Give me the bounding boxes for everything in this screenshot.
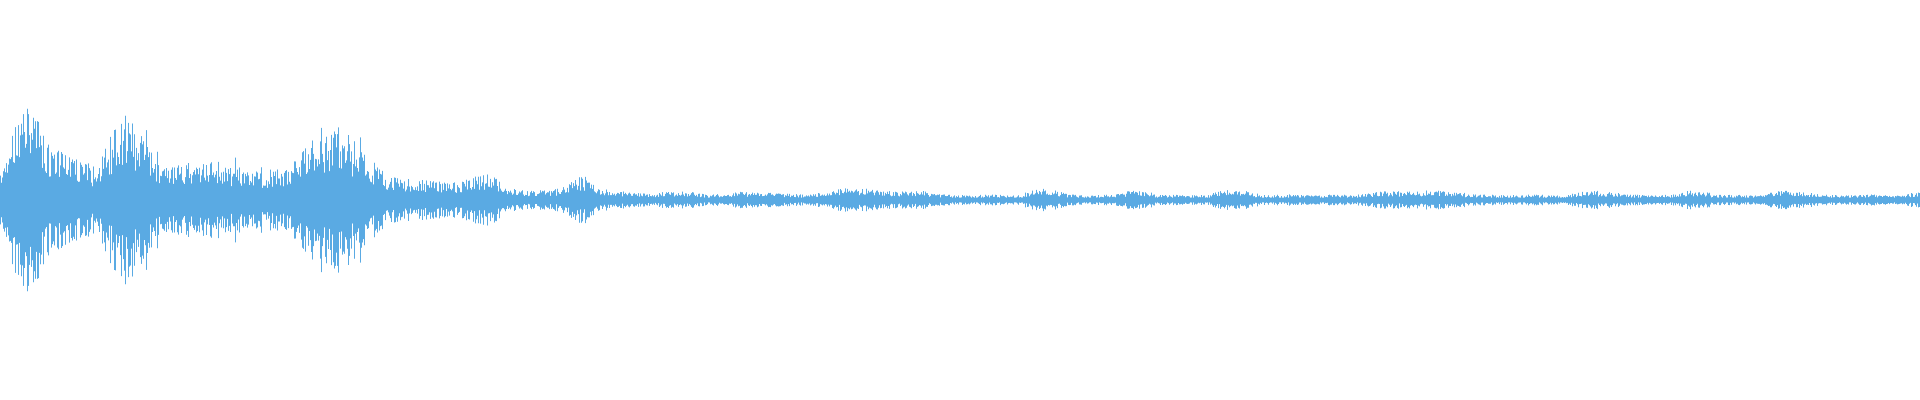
waveform-view [0, 108, 1920, 292]
audio-waveform [0, 108, 1920, 292]
